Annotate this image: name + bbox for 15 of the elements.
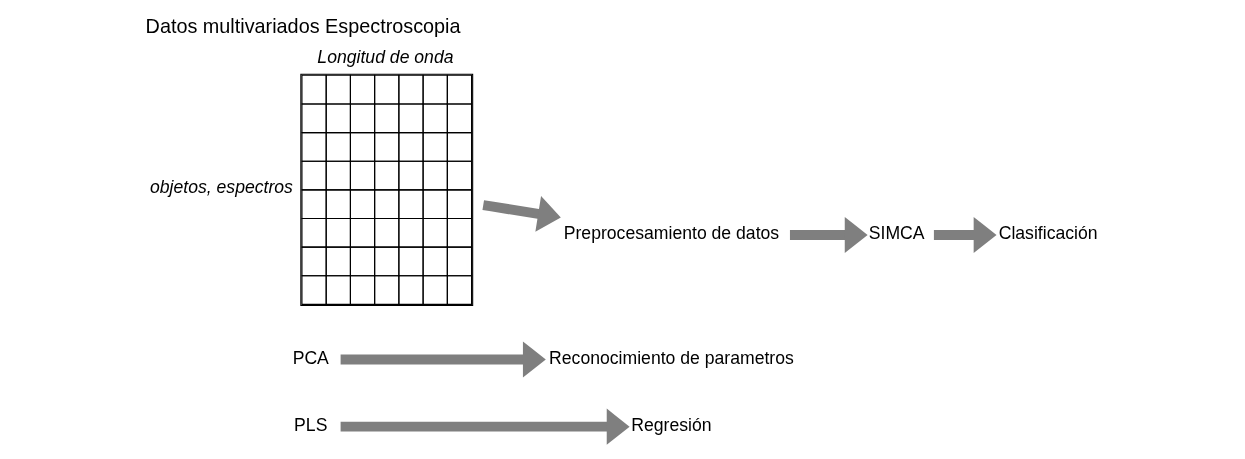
node-text: PCA [292, 347, 329, 368]
diagram-title: Datos multivariados Espectroscopia [145, 14, 461, 37]
node-label: objetos, espectros [149, 176, 293, 197]
node-text: SIMCA [868, 223, 925, 244]
node-text: Preprocesamiento de datos [563, 223, 779, 244]
arrow [340, 408, 630, 445]
arrow [933, 217, 997, 254]
node-text: Reconocimiento de parametros [548, 347, 794, 368]
node-text: PLS [293, 414, 327, 435]
node-text: Clasificación [998, 223, 1098, 244]
node-text: Regresión [630, 414, 712, 435]
arrow [481, 196, 561, 232]
node-label: Longitud de onda [316, 46, 453, 67]
arrow [789, 217, 868, 254]
arrow [340, 341, 546, 378]
